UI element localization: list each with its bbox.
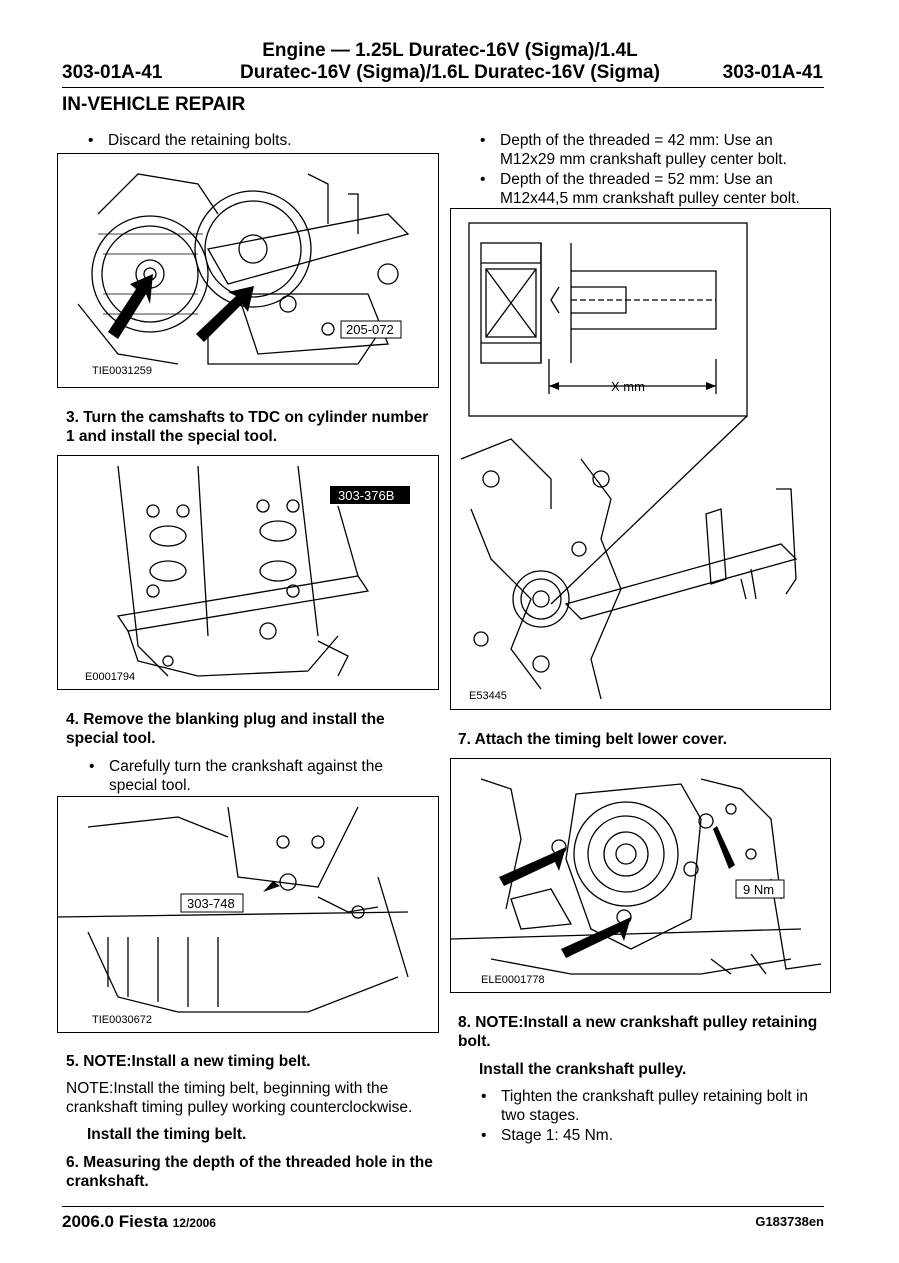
camshaft-bolts-illustration: 205-072 TIE0031259	[77, 173, 410, 377]
crankshaft-tool-illustration: 303-748 TIE0030672	[58, 806, 409, 1026]
step-4: 4. Remove the blanking plug and install …	[66, 710, 436, 748]
figure-depth-measurement: X mm E53445	[450, 208, 831, 710]
fig5-code: ELE0001778	[481, 974, 545, 986]
note-timing-belt: NOTE:Install the timing belt, beginning …	[66, 1079, 436, 1117]
bullet-depth-52: Depth of the threaded = 52 mm: Use an M1…	[480, 170, 825, 208]
install-timing-belt: Install the timing belt.	[87, 1126, 247, 1143]
step-3: 3. Turn the camshafts to TDC on cylinder…	[66, 408, 436, 446]
bullet-turn-crankshaft: Carefully turn the crankshaft against th…	[89, 757, 429, 795]
page-code-right: 303-01A-41	[722, 62, 823, 83]
fig4-dim-label: X mm	[611, 379, 645, 394]
fig1-tool-label: 205-072	[346, 322, 394, 337]
fig1-code: TIE0031259	[92, 365, 152, 377]
bullet-depth-42: Depth of the threaded = 42 mm: Use an M1…	[480, 131, 820, 169]
figure-camshaft-bolts: 205-072 TIE0031259	[57, 153, 439, 388]
fig3-code: TIE0030672	[92, 1014, 152, 1026]
page-title: Engine — 1.25L Duratec-16V (Sigma)/1.4L …	[200, 40, 700, 84]
footer-model-info: 2006.0 Fiesta 12/2006	[62, 1212, 216, 1232]
step-6: 6. Measuring the depth of the threaded h…	[66, 1154, 433, 1190]
fig2-tool-label: 303-376B	[338, 488, 394, 503]
timing-cover-illustration: 9 Nm ELE0001778	[451, 778, 822, 986]
fig5-torque-label: 9 Nm	[743, 882, 774, 897]
figure-crankshaft-tool: 303-748 TIE0030672	[57, 796, 439, 1033]
step-5: 5. NOTE:Install a new timing belt.	[66, 1053, 311, 1070]
figure-timing-cover: 9 Nm ELE0001778	[450, 758, 831, 993]
title-line-2: Duratec-16V (Sigma)/1.6L Duratec-16V (Si…	[240, 62, 660, 83]
footer-doc-code: G183738en	[755, 1214, 824, 1229]
fig2-code: E0001794	[85, 671, 135, 683]
step-8: 8. NOTE:Install a new crankshaft pulley …	[458, 1014, 818, 1050]
fig3-tool-label: 303-748	[187, 896, 235, 911]
step-4-text: 4. Remove the blanking plug and install …	[66, 711, 385, 747]
bullet-stage-1: Stage 1: 45 Nm.	[481, 1126, 826, 1145]
figure-camshaft-tool: 303-376B E0001794	[57, 455, 439, 690]
section-title: IN-VEHICLE REPAIR	[62, 94, 246, 115]
step-7: 7. Attach the timing belt lower cover.	[458, 731, 728, 748]
depth-measurement-illustration: X mm E53445	[460, 222, 798, 702]
footer-model: 2006.0 Fiesta	[62, 1212, 168, 1231]
camshaft-tool-illustration: 303-376B E0001794	[85, 465, 410, 683]
title-line-1: Engine — 1.25L Duratec-16V (Sigma)/1.4L	[262, 40, 638, 61]
bullet-tighten: Tighten the crankshaft pulley retaining …	[481, 1087, 826, 1125]
footer-rule	[62, 1206, 824, 1207]
install-pulley: Install the crankshaft pulley.	[479, 1061, 687, 1078]
note-text: NOTE:Install the timing belt, beginning …	[66, 1080, 413, 1116]
footer-date: 12/2006	[172, 1216, 216, 1230]
fig4-code: E53445	[469, 690, 507, 702]
header-rule	[62, 87, 824, 88]
bullet-discard: Discard the retaining bolts.	[88, 131, 428, 150]
page-code-left: 303-01A-41	[62, 62, 163, 83]
step-3-text: 3. Turn the camshafts to TDC on cylinder…	[66, 409, 429, 445]
